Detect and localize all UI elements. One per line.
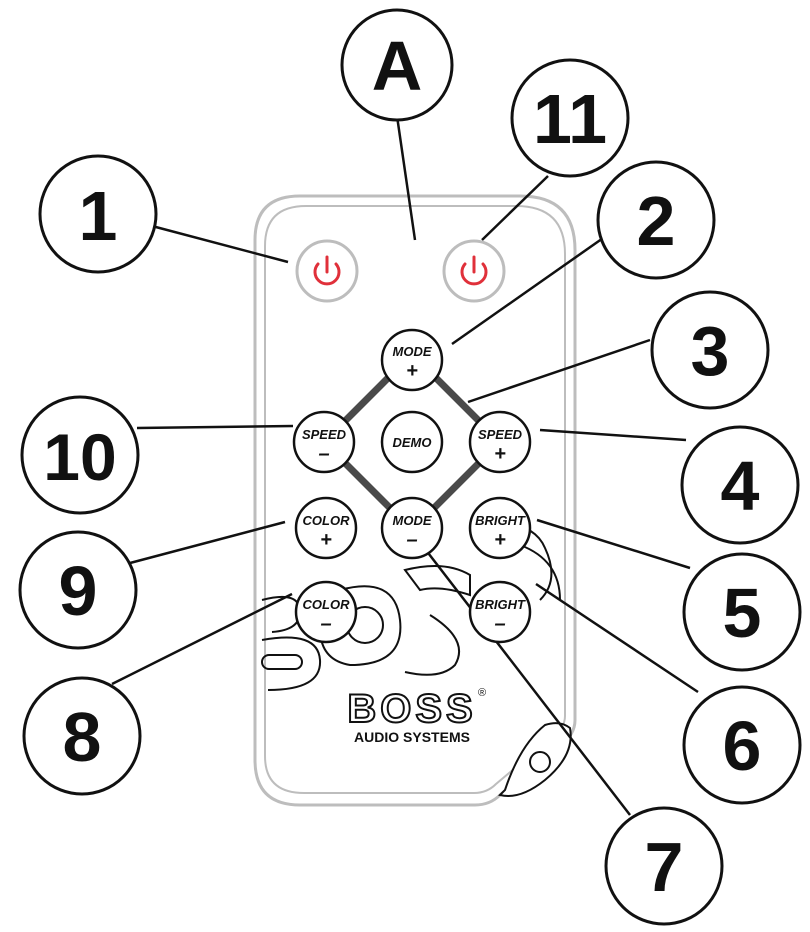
callout-9: 9 [18, 530, 138, 650]
speed-plus-button[interactable]: SPEED + [468, 410, 532, 474]
bright-plus-sign: + [494, 529, 506, 551]
callout-A-label: A [372, 27, 423, 105]
brand-wordmark: BOSS [347, 687, 476, 731]
bright-plus-label: BRIGHT [475, 513, 526, 528]
color-plus-label: COLOR [303, 513, 351, 528]
brand-subtitle: AUDIO SYSTEMS [354, 729, 470, 745]
demo-label: DEMO [393, 435, 432, 450]
strap-loop [498, 722, 572, 797]
callout-6: 6 [682, 685, 802, 805]
bright-plus-button[interactable]: BRIGHT + [468, 496, 532, 560]
mode-minus-button[interactable]: MODE – [380, 496, 444, 560]
callout-1-label: 1 [79, 177, 118, 255]
callout-A: A [340, 8, 454, 122]
callout-10: 10 [20, 395, 140, 515]
callout-6-label: 6 [723, 707, 762, 785]
callout-7: 7 [604, 806, 724, 926]
mode-minus-label: MODE [393, 513, 432, 528]
callout-2-label: 2 [637, 182, 676, 260]
speed-plus-sign: + [494, 443, 506, 465]
mode-plus-sign: + [406, 360, 418, 382]
callout-11-label: 11 [533, 80, 607, 158]
mode-plus-label: MODE [393, 344, 432, 359]
color-plus-sign: + [320, 529, 332, 551]
power-button-left[interactable] [295, 239, 359, 303]
color-plus-button[interactable]: COLOR + [294, 496, 358, 560]
callout-4: 4 [680, 425, 800, 545]
speed-minus-sign: – [318, 443, 329, 465]
callout-2: 2 [596, 160, 716, 280]
bright-minus-label: BRIGHT [475, 597, 526, 612]
bright-minus-sign: – [494, 613, 505, 635]
callout-11: 11 [510, 58, 630, 178]
bright-minus-button[interactable]: BRIGHT – [468, 580, 532, 644]
demo-button[interactable]: DEMO [380, 410, 444, 474]
callout-3-label: 3 [691, 312, 730, 390]
color-minus-button[interactable]: COLOR – [294, 580, 358, 644]
callout-1: 1 [38, 154, 158, 274]
color-minus-sign: – [320, 613, 331, 635]
callout-3: 3 [650, 290, 770, 410]
power-icon [460, 255, 488, 286]
speed-minus-label: SPEED [302, 427, 347, 442]
leader-lines [111, 115, 699, 816]
callout-8-label: 8 [63, 698, 102, 776]
mode-minus-sign: – [406, 529, 417, 551]
callout-8: 8 [22, 676, 142, 796]
mode-plus-button[interactable]: MODE + [380, 328, 444, 392]
callout-5-label: 5 [723, 574, 762, 652]
callout-10-label: 10 [43, 420, 116, 494]
callout-4-label: 4 [721, 447, 760, 525]
callout-7-label: 7 [645, 828, 684, 906]
speed-minus-button[interactable]: SPEED – [292, 410, 356, 474]
registered-mark: ® [478, 687, 486, 699]
speed-plus-label: SPEED [478, 427, 523, 442]
color-minus-label: COLOR [303, 597, 351, 612]
callout-9-label: 9 [59, 552, 98, 630]
callout-5: 5 [682, 552, 802, 672]
boss-logo: BOSS ® AUDIO SYSTEMS [346, 686, 486, 745]
power-button-right[interactable] [442, 239, 506, 303]
power-icon [313, 255, 341, 286]
